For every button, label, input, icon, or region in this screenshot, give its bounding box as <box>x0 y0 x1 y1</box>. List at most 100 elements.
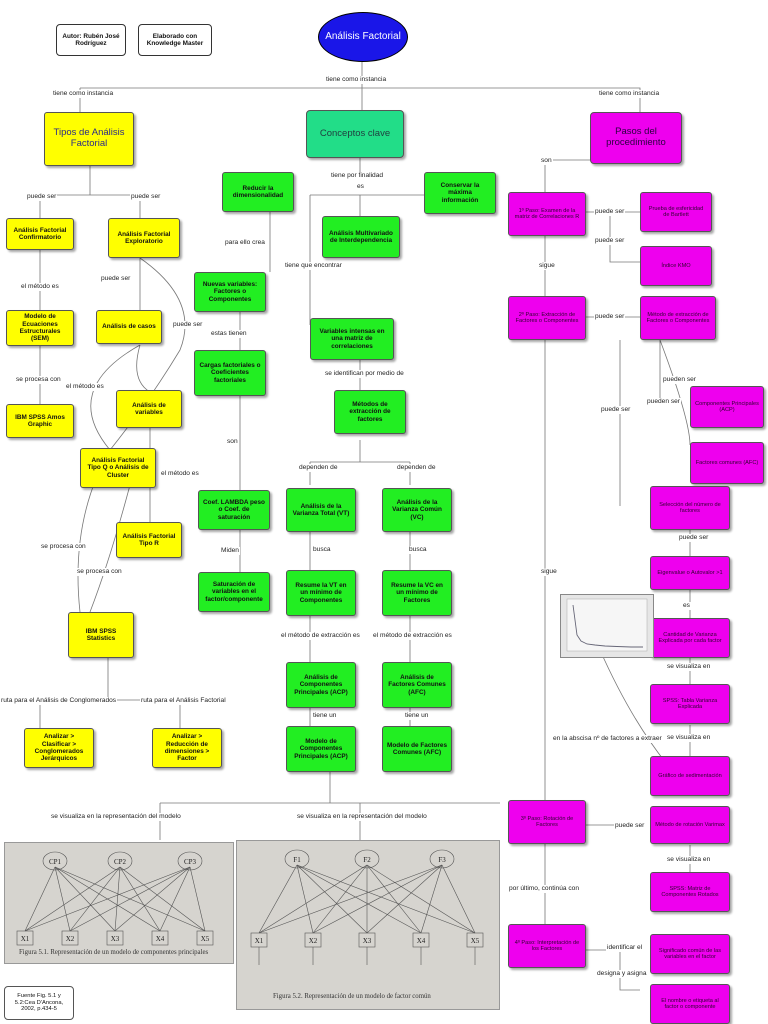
summarize-vt-node: Resume la VT en un mínimo de Componentes <box>286 570 356 616</box>
pca-method-node: Componentes Principales (ACP) <box>690 386 764 428</box>
varimax-node: Método de rotación Varimax <box>650 806 730 844</box>
summarize-vc-node: Resume la VC en un mínimo de Factores <box>382 570 452 616</box>
confirmatory-node: Análisis Factorial Confirmatorio <box>6 218 74 250</box>
link-label: tiene un <box>404 712 430 720</box>
link-label: Miden <box>220 547 240 555</box>
common-variance-node: Análisis de la Varianza Común (VC) <box>382 488 452 532</box>
steps-node: Pasos del procedimiento <box>590 112 682 164</box>
link-label: pueden ser <box>646 398 681 406</box>
link-label: se visualiza en <box>666 856 712 864</box>
link-label: estas tienen <box>210 330 248 338</box>
link-label: puede ser <box>594 208 626 216</box>
link-label: es <box>682 602 691 610</box>
common-meaning-node: Significado común de las variables en el… <box>650 934 730 974</box>
link-label: tiene un <box>312 712 338 720</box>
link-label: tiene como instancia <box>325 76 388 84</box>
link-label: se procesa con <box>40 543 87 551</box>
link-label: dependen de <box>396 464 437 472</box>
variable-label: X3 <box>111 935 120 943</box>
acp-model-node: Modelo de Componentes Principales (ACP) <box>286 726 356 772</box>
link-label: puede ser <box>600 406 632 414</box>
link-label: se procesa con <box>15 376 62 384</box>
link-label: identificar el <box>606 944 644 952</box>
link-label: ruta para el Análisis Factorial <box>140 697 227 705</box>
link-label: se visualiza en <box>666 734 712 742</box>
eigenvalue-node: Eigenvalue o Autovalor >1 <box>650 556 730 590</box>
reduce-node: Reducir la dimensionalidad <box>222 172 294 212</box>
link-label: por último, continúa con <box>508 885 581 893</box>
exploratory-node: Análisis Factorial Exploratorio <box>108 218 180 258</box>
link-label: puede ser <box>26 193 58 201</box>
link-label: se visualiza en <box>666 663 712 671</box>
figure-caption: Figura 5.2. Representación de un modelo … <box>273 993 431 1000</box>
conserve-node: Conservar la máxima información <box>424 172 496 214</box>
variable-label: X4 <box>156 935 165 943</box>
link-label: se visualiza en la representación del mo… <box>296 813 428 821</box>
link-label: sigue <box>540 568 558 576</box>
link-label: el método de extracción es <box>372 632 453 640</box>
link-label: el método es <box>20 283 60 291</box>
link-label: el método es <box>160 470 200 478</box>
total-variance-node: Análisis de la Varianza Total (VT) <box>286 488 356 532</box>
link-label: tiene como instancia <box>52 90 115 98</box>
link-label: son <box>226 438 239 446</box>
type-r-node: Análisis Factorial Tipo R <box>116 522 182 558</box>
link-label: puede ser <box>130 193 162 201</box>
link-label: tiene como instancia <box>598 90 661 98</box>
link-label: dependen de <box>298 464 339 472</box>
spss-node: IBM SPSS Statistics <box>68 612 134 658</box>
link-label: es <box>356 183 365 191</box>
factor-selection-node: Selección del número de factores <box>650 486 730 530</box>
link-label: se identifican por medio de <box>324 370 405 378</box>
extraction-method-node: Método de extracción de Factores o Compo… <box>640 296 716 340</box>
sem-node: Modelo de Ecuaciones Estructurales (SEM) <box>6 310 74 346</box>
common-factors-method-node: Factores comunes (AFC) <box>690 442 764 484</box>
link-label: puede ser <box>594 237 626 245</box>
loadings-node: Cargas factoriales o Coeficientes factor… <box>194 350 266 396</box>
type-q-node: Análisis Factorial Tipo Q o Análisis de … <box>80 448 156 488</box>
variable-label: X3 <box>363 937 372 945</box>
common-factor-graphic: F1 F2 F3 X1 X2 X3 X4 X5 <box>250 849 484 965</box>
factor-label: CP2 <box>114 858 127 866</box>
bartlett-node: Prueba de esfericidad de Bartlett <box>640 192 712 232</box>
link-label: puede ser <box>614 822 646 830</box>
link-label: ruta para el Análisis de Conglomerados <box>0 697 118 705</box>
link-label: puede ser <box>678 534 710 542</box>
cases-node: Análisis de casos <box>96 310 162 344</box>
link-label: sigue <box>538 262 556 270</box>
types-node: Tipos de Análisis Factorial <box>44 112 134 166</box>
main-title: Análisis Factorial <box>318 12 408 62</box>
step3-node: 3º Paso: Rotación de Factores <box>508 800 586 844</box>
extraction-methods-node: Métodos de extracción de factores <box>334 390 406 434</box>
label-assign-node: El nombre o etiqueta al factor o compone… <box>650 984 730 1024</box>
lambda-node: Coef. LAMBDA peso o Coef. de saturación <box>198 490 270 530</box>
kmo-node: Índice KMO <box>640 246 712 286</box>
link-label: pueden ser <box>662 376 697 384</box>
tool-box: Elaborado con Knowledge Master <box>138 24 212 56</box>
factor-label: F1 <box>293 856 301 864</box>
common-factor-figure: F1 F2 F3 X1 X2 X3 X4 X5 Figura 5.2. Repr… <box>236 840 500 1010</box>
variance-table-node: SPSS: Tabla Varianza Explicada <box>650 684 730 724</box>
factor-path-node: Analizar > Reducción de dimensiones > Fa… <box>152 728 222 768</box>
pca-model-graphic: CP1 CP2 CP3 X1 X2 X3 X4 X5 <box>16 851 214 946</box>
saturation-node: Saturación de variables en el factor/com… <box>198 572 270 612</box>
step1-node: 1º Paso: Examen de la matriz de Correlac… <box>508 192 586 236</box>
factor-label: CP1 <box>49 858 62 866</box>
variables-node: Análisis de variables <box>116 390 182 428</box>
link-label: se visualiza en la representación del mo… <box>50 813 182 821</box>
variable-label: X2 <box>66 935 75 943</box>
step2-node: 2º Paso: Extracción de Factores o Compon… <box>508 296 586 340</box>
link-label: puede ser <box>172 321 204 329</box>
link-label: en la abscisa nº de factores a extraer <box>552 735 663 743</box>
amos-node: IBM SPSS Amos Graphic <box>6 404 74 438</box>
scree-plot-image <box>560 594 654 658</box>
scree-plot-node: Gráfico de sedimentación <box>650 756 730 796</box>
cluster-path-node: Analizar > Clasificar > Conglomerados Je… <box>24 728 94 768</box>
source-box: Fuente Fig. 5.1 y 5.2:Cea D'Ancona, 2002… <box>4 986 74 1020</box>
link-label: busca <box>312 546 332 554</box>
variable-label: X4 <box>417 937 426 945</box>
variance-amount-node: Cantidad de Varianza Explicada por cada … <box>650 618 730 658</box>
link-label: se procesa con <box>76 568 123 576</box>
afc-model-node: Modelo de Factores Comunes (AFC) <box>382 726 452 772</box>
variable-label: X5 <box>471 937 480 945</box>
